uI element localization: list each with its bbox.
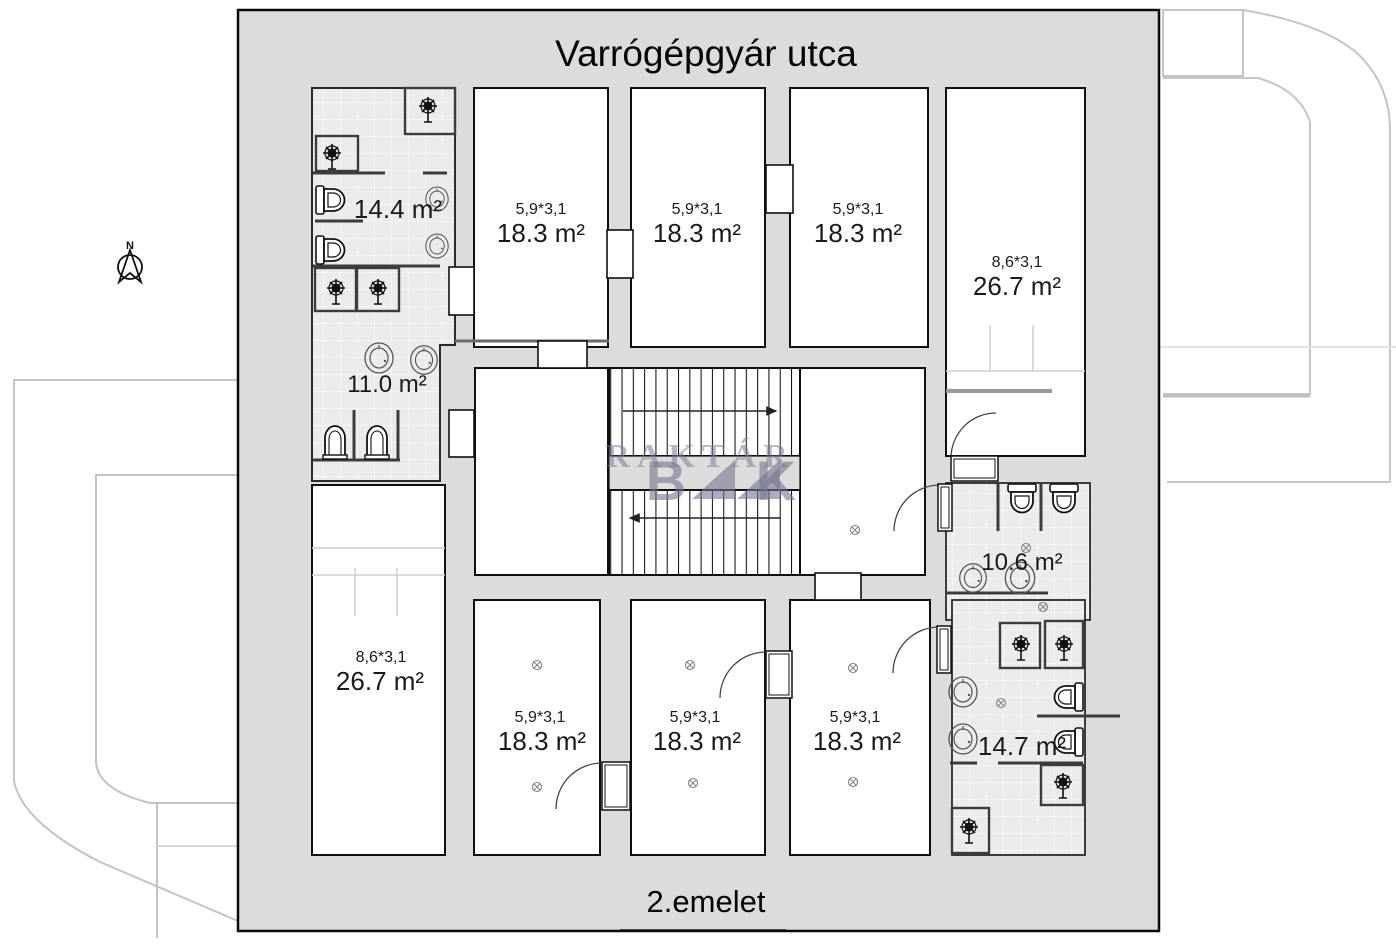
room-bottom-2 [630, 599, 766, 856]
room-area-label: 18.3 m² [497, 218, 585, 248]
watermark-letter-k: K [756, 449, 796, 512]
site-outline-right [1159, 9, 1396, 483]
room-dims-label: 5,9*3,1 [670, 709, 721, 726]
shower-stall [355, 266, 401, 313]
room-dims-label: 5,9*3,1 [672, 201, 723, 218]
north-compass-icon: N [117, 240, 143, 285]
room-top-3 [789, 87, 929, 348]
room-area-label: 18.3 m² [813, 726, 901, 756]
site-outline-left [13, 379, 239, 938]
room-dims-label: 8,6*3,1 [992, 254, 1043, 271]
room-area-label: 26.7 m² [336, 666, 424, 696]
hall-left [474, 367, 609, 576]
room-top-1 [473, 87, 609, 348]
room-top-right [945, 87, 1086, 457]
watermark-logo: RAKTÁR B K [605, 438, 796, 512]
door [893, 483, 953, 532]
doors [555, 412, 999, 811]
wall-opening [537, 340, 588, 369]
wall-opening [814, 572, 862, 601]
street-title: Varrógépgyár utca [555, 33, 857, 74]
door [950, 412, 999, 482]
room-area-label: 14.7 m² [978, 731, 1066, 761]
room-area-label: 18.3 m² [653, 218, 741, 248]
watermark-letter-b: B [646, 449, 686, 512]
door [892, 625, 952, 674]
shower-stalls [313, 86, 1085, 855]
watermark-triangle-icon [692, 460, 735, 499]
room-area-label: 11.0 m² [347, 371, 427, 398]
room-labels: 14.4 m² 11.0 m² 5,9*3,1 18.3 m² 5,9*3,1 … [336, 194, 1066, 761]
room-dims-label: 8,6*3,1 [356, 649, 407, 666]
floor-label: 2.emelet [647, 884, 766, 919]
wall-openings [448, 164, 862, 601]
urinal-icon [322, 425, 348, 460]
shower-stall [1043, 619, 1085, 670]
room-area-label: 18.3 m² [498, 726, 586, 756]
room-dims-label: 5,9*3,1 [830, 709, 881, 726]
room-top-2 [630, 87, 766, 348]
wall-opening [448, 266, 475, 316]
compass-n-label: N [126, 240, 134, 252]
room-dims-label: 5,9*3,1 [833, 201, 884, 218]
wall-opening [448, 409, 475, 458]
urinal-icon [364, 425, 390, 460]
shower-stall [403, 86, 457, 136]
shower-stall [314, 134, 360, 173]
wall-opening [606, 229, 634, 279]
shower-stall [998, 621, 1042, 670]
room-bottom-left [311, 484, 446, 856]
wall-opening [765, 164, 794, 214]
room-bottom-1 [473, 599, 601, 856]
watermark-triangle-icon [737, 460, 780, 499]
room-area-label: 18.3 m² [814, 218, 902, 248]
room-bottom-3 [789, 599, 931, 856]
room-area-label: 14.4 m² [354, 194, 442, 224]
rooms [311, 87, 1086, 856]
room-area-label: 18.3 m² [653, 726, 741, 756]
door [555, 761, 631, 811]
room-area-label: 26.7 m² [973, 271, 1061, 301]
shower-stall [1039, 763, 1085, 807]
partition-hints [312, 325, 1085, 616]
room-dims-label: 5,9*3,1 [516, 201, 567, 218]
shower-stall [950, 806, 991, 855]
watermark-line1: RAKTÁR [605, 438, 794, 475]
hall-right [799, 367, 926, 576]
room-dims-label: 5,9*3,1 [515, 709, 566, 726]
room-area-label: 10.6 m² [981, 549, 1062, 576]
door [719, 650, 793, 699]
